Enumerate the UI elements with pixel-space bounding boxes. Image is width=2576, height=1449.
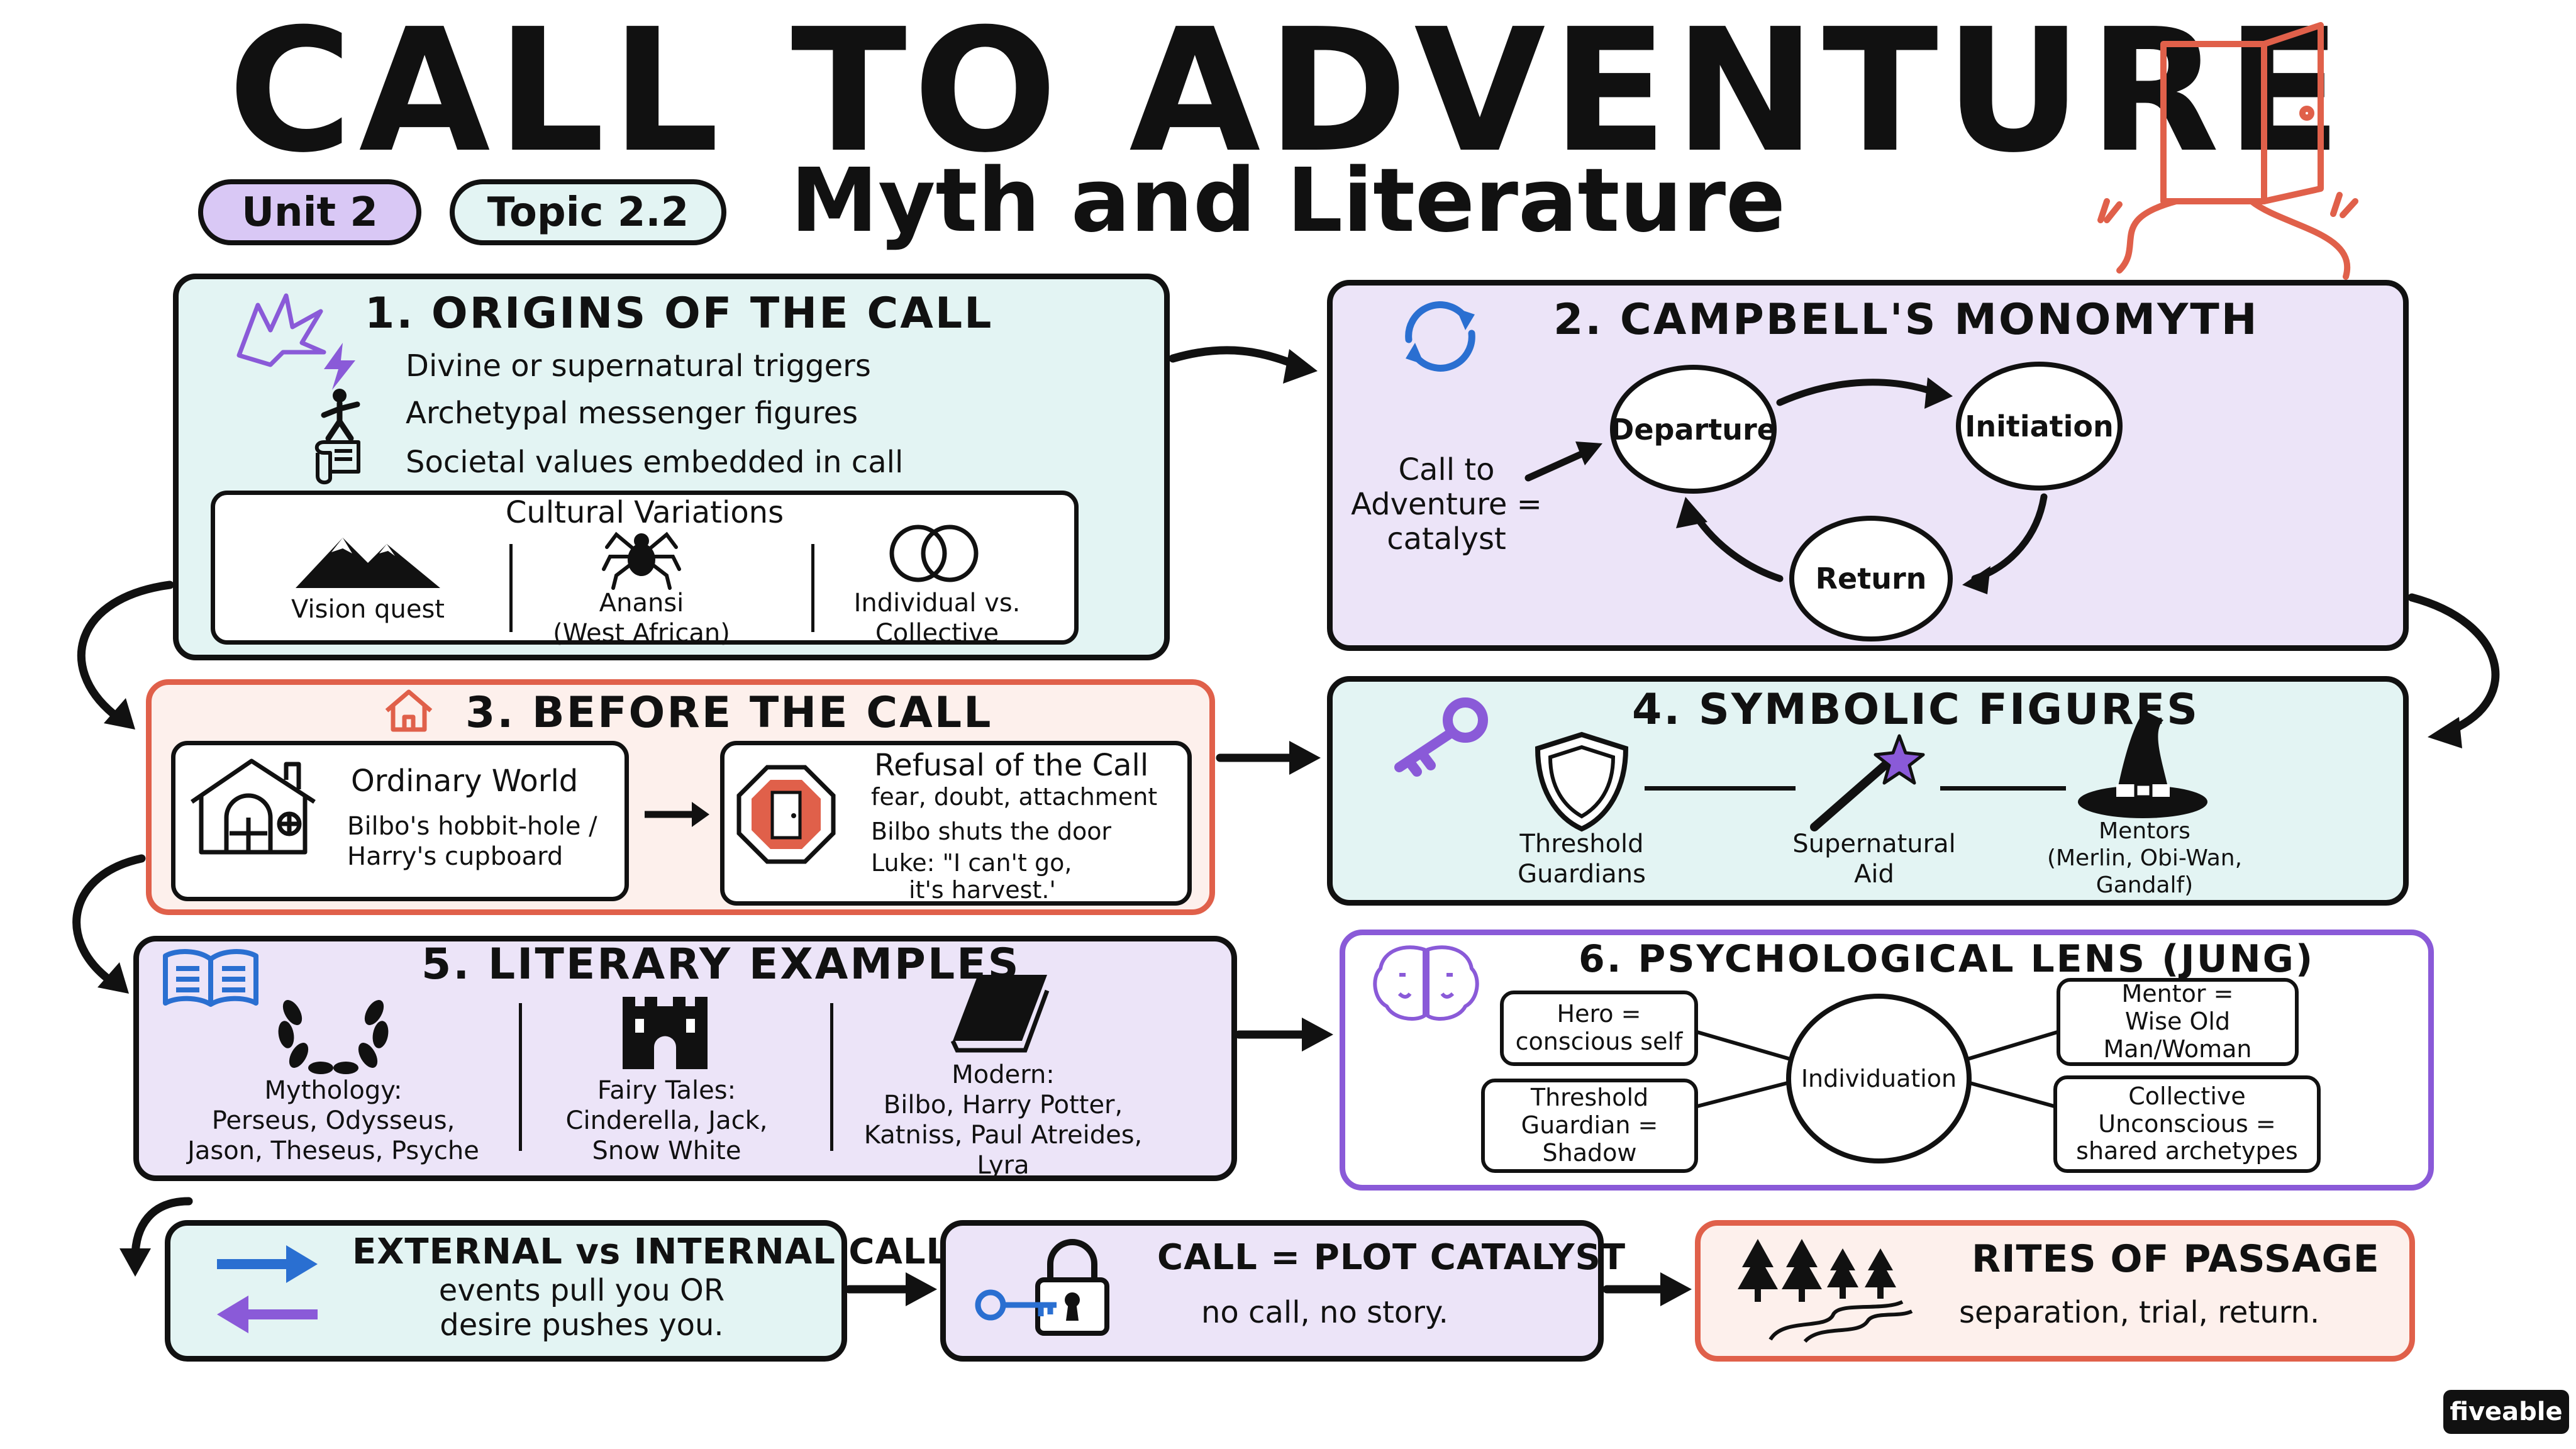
- literary-title: 5. LITERARY EXAMPLES: [421, 940, 1021, 989]
- burst-icon: [236, 293, 326, 367]
- lightning-icon: [324, 343, 355, 390]
- literary-label: Modern: Bilbo, Harry Potter, Katniss, Pa…: [863, 1060, 1143, 1180]
- rites-title: RITES OF PASSAGE: [1972, 1237, 2380, 1281]
- arrow-right: [645, 802, 709, 827]
- stage-initiation: Initiation: [1956, 362, 2123, 491]
- external-internal-text: events pull you OR desire pushes you.: [438, 1273, 725, 1343]
- mountain-icon: [296, 538, 440, 588]
- overlapping-circles-icon: [889, 525, 979, 582]
- magic-wand-icon: [1810, 734, 1925, 831]
- connector-line: [1940, 786, 2066, 791]
- jung-title: 6. PSYCHOLOGICAL LENS (JUNG): [1579, 937, 2315, 981]
- brand-logo: fiveable: [2443, 1390, 2569, 1434]
- topic-badge: Topic 2.2: [450, 179, 726, 245]
- refusal-line: it's harvest.': [909, 876, 1056, 904]
- literary-label: Mythology: Perseus, Odysseus, Jason, The…: [187, 1076, 479, 1165]
- laurel-wreath-icon: [278, 1000, 389, 1074]
- figure-label: Mentors (Merlin, Obi-Wan, Gandalf): [2046, 818, 2243, 899]
- hobbit-hole-icon: [191, 758, 316, 855]
- variation-label: Individual vs. Collective: [853, 589, 1021, 648]
- symbolic-panel: [1327, 676, 2409, 906]
- divider: [519, 1003, 522, 1151]
- open-door-icon: [2097, 22, 2358, 280]
- messenger-figure-icon: [321, 389, 360, 441]
- refusal-box: [720, 741, 1192, 906]
- connector-line: [1645, 786, 1796, 791]
- variation-label: Anansi (West African): [553, 589, 730, 648]
- jung-node-collective: Collective Unconscious = shared archetyp…: [2053, 1075, 2321, 1173]
- before-title: 3. BEFORE THE CALL: [465, 688, 993, 738]
- unit-badge: Unit 2: [198, 179, 421, 245]
- origins-title: 1. ORIGINS OF THE CALL: [365, 289, 994, 338]
- closed-book-icon: [950, 975, 1050, 1053]
- page-title: CALL TO ADVENTURE: [228, 0, 2348, 190]
- monomyth-title: 2. CAMPBELL'S MONOMYTH: [1553, 295, 2259, 345]
- open-book-icon: [163, 949, 258, 1007]
- ordinary-world-text: Bilbo's hobbit-hole / Harry's cupboard: [347, 812, 597, 871]
- rites-text: separation, trial, return.: [1959, 1295, 2320, 1330]
- figure-label: Supernatural Aid: [1792, 830, 1956, 889]
- jung-node-hero: Hero = conscious self: [1500, 991, 1698, 1066]
- variation-label: Vision quest: [291, 595, 445, 624]
- jung-node-shadow: Threshold Guardian = Shadow: [1481, 1079, 1698, 1173]
- refusal-line: fear, doubt, attachment: [871, 783, 1158, 811]
- symbolic-title: 4. SYMBOLIC FIGURES: [1632, 685, 2200, 735]
- catalyst-note: Call to Adventure = catalyst: [1351, 452, 1542, 557]
- stage-return: Return: [1789, 516, 1953, 641]
- plot-catalyst-text: no call, no story.: [1201, 1295, 1448, 1330]
- refusal-line: Bilbo shuts the door: [871, 818, 1112, 845]
- stop-door-icon: [736, 765, 836, 864]
- cultural-variations-title: Cultural Variations: [505, 495, 784, 530]
- figure-label: Threshold Guardians: [1518, 830, 1646, 889]
- external-internal-title: EXTERNAL vs INTERNAL CALLS: [352, 1231, 975, 1272]
- spider-icon: [602, 531, 681, 590]
- castle-icon: [623, 997, 708, 1069]
- shield-icon: [1535, 731, 1629, 832]
- swap-arrows-icon: [217, 1245, 318, 1333]
- rites-panel: [1695, 1220, 2415, 1362]
- divider: [509, 544, 513, 632]
- refusal-line: Luke: "I can't go,: [871, 849, 1072, 877]
- external-internal-panel: [165, 1220, 847, 1362]
- origins-item: Archetypal messenger figures: [406, 396, 858, 431]
- divider: [811, 544, 814, 632]
- wizard-hat-icon: [2078, 711, 2207, 818]
- refusal-title: Refusal of the Call: [874, 748, 1149, 783]
- ordinary-world-title: Ordinary World: [351, 763, 579, 799]
- divider: [830, 1003, 833, 1151]
- individuation-circle: Individuation: [1786, 994, 1972, 1163]
- jung-node-mentor: Mentor = Wise Old Man/Woman: [2057, 978, 2299, 1066]
- plot-catalyst-title: CALL = PLOT CATALYST: [1157, 1237, 1626, 1278]
- stage-departure: Departure: [1610, 365, 1777, 494]
- origins-item: Societal values embedded in call: [406, 445, 904, 480]
- cycle-arrows-icon: [1405, 301, 1475, 372]
- forest-path-icon: [1738, 1239, 1913, 1343]
- page-subtitle: Myth and Literature: [790, 150, 1786, 252]
- brain-faces-icon: [1373, 945, 1479, 1021]
- scroll-icon: [314, 440, 360, 485]
- literary-label: Fairy Tales: Cinderella, Jack, Snow Whit…: [565, 1076, 768, 1165]
- house-icon: [385, 689, 433, 732]
- lock-key-icon: [975, 1239, 1109, 1336]
- key-icon: [1394, 697, 1488, 777]
- origins-item: Divine or supernatural triggers: [406, 348, 871, 384]
